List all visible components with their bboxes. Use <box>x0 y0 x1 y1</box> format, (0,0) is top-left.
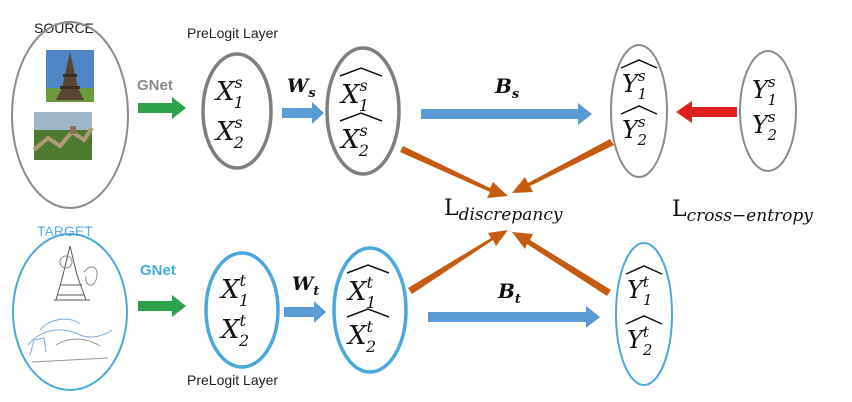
discrepancy-arrows <box>400 139 614 296</box>
source-xhat1-hat <box>339 67 383 77</box>
source-gnet-arrow <box>138 97 186 119</box>
source-gnet-label: GNet <box>137 77 173 94</box>
target-yhat1-hat <box>625 265 663 275</box>
target-xhat1-hat <box>346 264 390 274</box>
target-gnet-label: GNet <box>140 262 176 279</box>
source-hat-ellipse <box>325 46 401 176</box>
target-bt-label: Bt <box>497 279 521 307</box>
source-prelogit-label: PreLogit Layer <box>187 25 278 41</box>
label-arrow <box>676 101 737 123</box>
source-yhat1-hat <box>620 59 658 69</box>
target-wt-label: Wt <box>292 273 319 299</box>
source-xhat2-hat <box>339 112 383 122</box>
great-wall-photo <box>32 112 94 160</box>
target-xhat2-hat <box>346 308 390 318</box>
target-yhat2-hat <box>625 315 663 325</box>
target-prediction-ellipse <box>615 242 673 386</box>
target-hat-ellipse <box>332 246 408 374</box>
orange-arrow-source-prediction <box>512 139 614 193</box>
target-domain-ellipse <box>12 233 128 391</box>
target-prelogit-ellipse <box>204 251 280 369</box>
source-bs-arrow <box>421 103 592 125</box>
orange-arrow-target-prediction <box>512 232 611 296</box>
source-prelogit-ellipse <box>201 52 273 170</box>
source-domain-ellipse <box>11 21 129 209</box>
orange-arrow-source-features <box>400 146 508 198</box>
ground-truth-ellipse <box>739 50 797 172</box>
source-prediction-ellipse <box>610 44 668 178</box>
target-bt-arrow <box>428 306 600 328</box>
cross-entropy-loss: Lcross−entropy <box>672 197 813 226</box>
source-yhat2-hat <box>620 105 658 115</box>
discrepancy-loss: Ldiscrepancy <box>444 196 563 225</box>
orange-arrow-target-features <box>408 230 508 294</box>
eiffel-tower-photo <box>46 50 94 102</box>
eiffel-sketch <box>54 245 98 301</box>
target-wt-arrow <box>284 301 326 323</box>
target-gnet-arrow <box>138 295 186 317</box>
source-ws-label: Ws <box>287 75 316 101</box>
great-wall-sketch <box>27 318 113 363</box>
source-bs-label: Bs <box>494 74 520 102</box>
source-ws-arrow <box>282 102 324 124</box>
target-prelogit-label: PreLogit Layer <box>187 372 278 388</box>
